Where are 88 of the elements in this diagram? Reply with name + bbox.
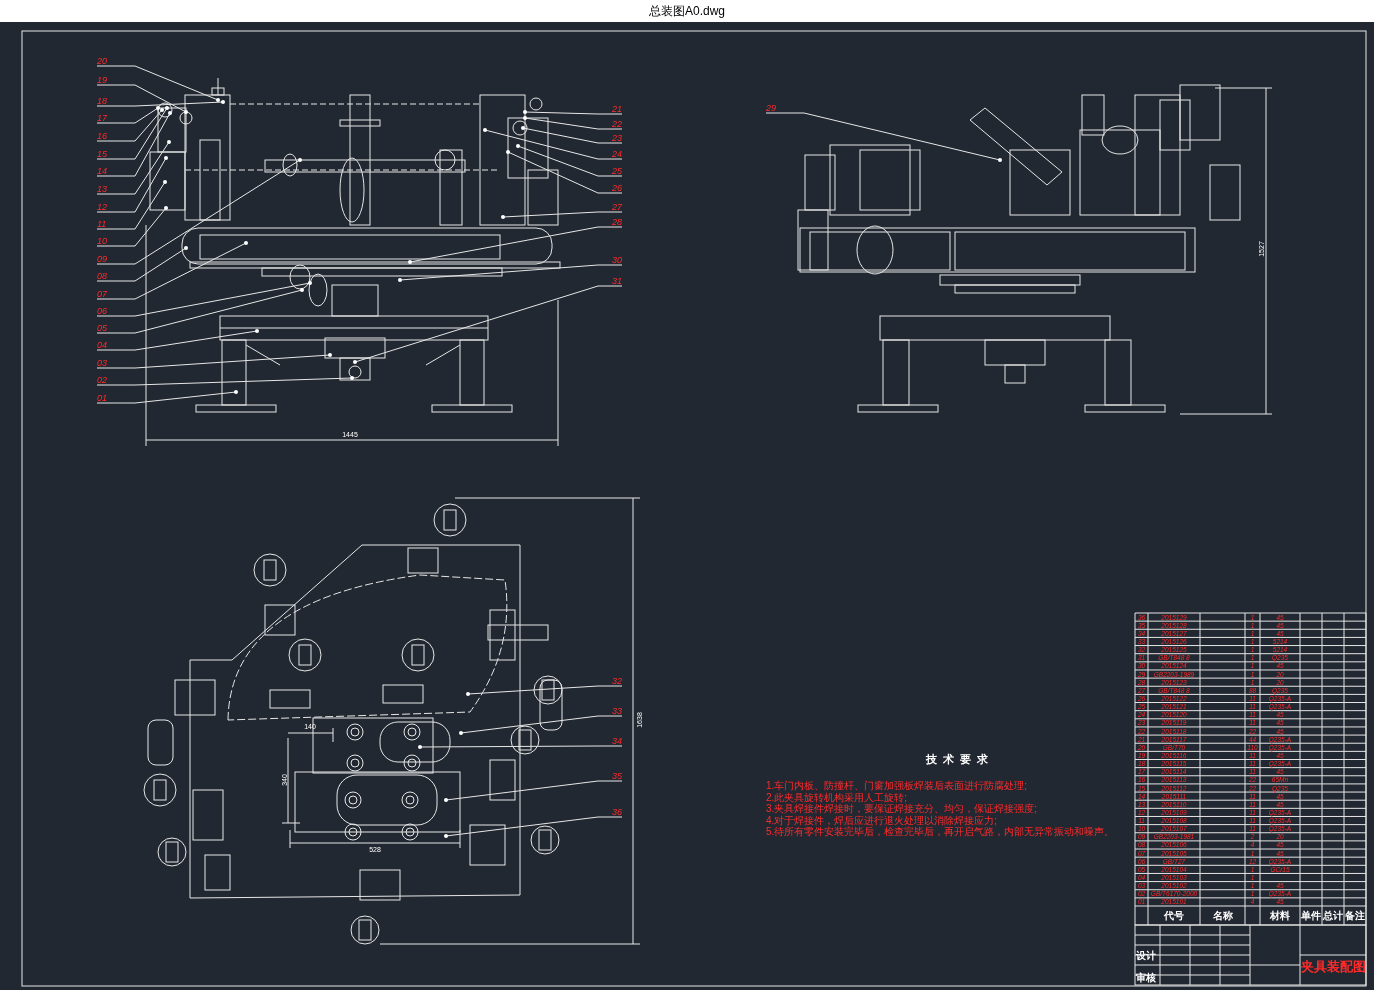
callout-number: 26: [598, 183, 622, 193]
leader-line: [96, 241, 248, 300]
callout-number: 14: [97, 166, 135, 176]
callout-number: 30: [598, 255, 622, 265]
leader-line: [466, 685, 623, 696]
column-header: 备注: [1344, 910, 1366, 921]
requirement-text: 4.对于焊接件，焊后应进行退火处理以消除焊接应力;: [766, 814, 999, 826]
leader-line: [506, 150, 623, 194]
callout-number: 21: [598, 104, 622, 114]
leader-line: [96, 140, 171, 195]
leader-line: [96, 353, 332, 369]
callout-number: 22: [598, 119, 622, 129]
leader-line: [96, 180, 167, 230]
leader-line: [398, 264, 623, 282]
callout-number: 03: [97, 358, 135, 368]
requirement-text: 1.车门内板、防撞杆、门窗加强板焊装后表面进行防腐处理;: [766, 780, 1029, 791]
leader-line: [96, 246, 188, 282]
callout-number: 09: [97, 254, 135, 264]
leader-line: [459, 715, 623, 735]
callout-number: 06: [97, 306, 135, 316]
leader-line: [96, 390, 238, 404]
leader-line: [765, 112, 1002, 162]
signature-label: 设计: [1136, 951, 1157, 961]
file-name: 总装图A0.dwg: [648, 4, 726, 18]
callout-number: 36: [598, 807, 622, 817]
leader-line: [444, 780, 623, 802]
callout-number: 15: [97, 149, 135, 159]
callout-number: 13: [97, 184, 135, 194]
callout-number: 32: [598, 676, 622, 686]
callout-number: 16: [97, 131, 135, 141]
leader-line: [523, 110, 623, 115]
callout-number: 33: [598, 706, 622, 716]
leader-line: [96, 206, 168, 247]
callout-number: 29: [766, 103, 804, 113]
callout-number: 20: [97, 56, 135, 66]
callout-number: 31: [598, 276, 622, 286]
leader-line: [408, 226, 623, 264]
callout-number: 10: [97, 236, 135, 246]
leader-line: [516, 144, 623, 177]
callout-number: 27: [598, 202, 622, 212]
leader-line: [96, 111, 172, 177]
callout-number: 01: [97, 393, 135, 403]
leader-line: [444, 816, 623, 838]
callout-number: 23: [598, 133, 622, 143]
drawing-title: 夹具装配图: [1300, 960, 1366, 974]
signature-label: 审核: [1136, 973, 1157, 983]
callout-number: 05: [97, 323, 135, 333]
callout-number: 02: [97, 375, 135, 385]
leader-line: [96, 281, 312, 317]
leader-line: [501, 211, 623, 219]
section-heading: 技术要求: [925, 753, 995, 766]
leader-line: [521, 126, 623, 144]
leader-line: [523, 116, 623, 130]
callout-number: 12: [97, 202, 135, 212]
leader-line: [96, 108, 164, 142]
column-header: 总计: [1322, 910, 1344, 921]
callout-number: 25: [598, 166, 622, 176]
leader-line: [96, 156, 168, 213]
callout-number: 18: [97, 96, 135, 106]
callout-number: 07: [97, 289, 135, 299]
column-header: 名称: [1211, 910, 1234, 921]
callout-number: 08: [97, 271, 135, 281]
leader-line: [96, 100, 225, 107]
callout-number: 17: [97, 113, 135, 123]
callout-number: 35: [598, 771, 622, 781]
column-header: 代号: [1163, 910, 1185, 921]
column-header: 单件: [1300, 910, 1322, 921]
leader-line: [418, 745, 623, 749]
leader-line: [96, 65, 220, 102]
requirement-text: 5.待所有零件安装完毕后，检查完毕后，再开启气路，内部无异常振动和噪声。: [766, 826, 1116, 837]
requirement-text: 2.此夹具旋转机构采用人工旋转;: [766, 791, 908, 803]
leader-line: [96, 84, 188, 114]
callout-number: 11: [97, 219, 135, 229]
requirement-text: 3.夹具焊接件焊接时，要保证焊接充分、均匀，保证焊接强度;: [766, 803, 1039, 814]
callout-number: 24: [598, 149, 622, 159]
leader-line: [96, 106, 160, 124]
leader-line: [353, 285, 623, 364]
callout-number: 28: [598, 217, 622, 227]
leader-line: [96, 329, 259, 351]
leader-line: [96, 158, 302, 265]
column-header: 材料: [1269, 910, 1291, 921]
leader-line: [483, 128, 623, 160]
leader-line: [96, 106, 169, 160]
callout-number: 19: [97, 75, 135, 85]
callout-number: 04: [97, 340, 135, 350]
leader-line: [96, 288, 304, 334]
callout-number: 34: [598, 736, 622, 746]
leader-line: [96, 376, 354, 386]
